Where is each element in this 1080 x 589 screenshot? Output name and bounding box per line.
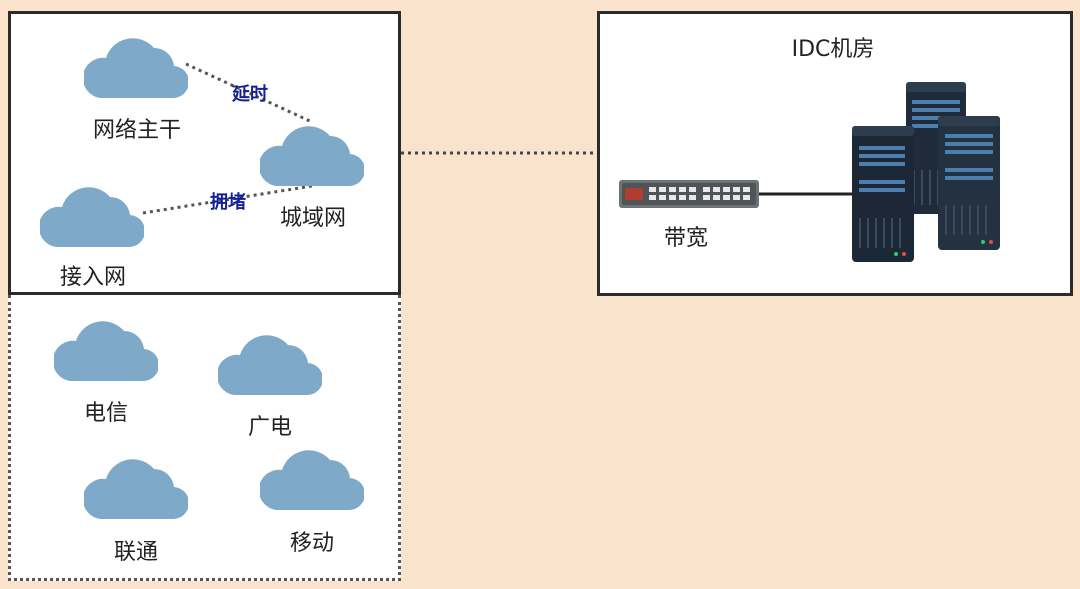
access-label: 接入网 (59, 265, 127, 290)
server-front (852, 126, 914, 262)
metro-cloud-icon (260, 118, 364, 188)
access-cloud-icon (40, 179, 144, 249)
idc-title: IDC机房 (791, 37, 875, 62)
network-switch-icon (619, 180, 759, 208)
metro-label: 城域网 (279, 206, 347, 231)
unicom-cloud-icon (84, 451, 188, 521)
telecom-label: 电信 (83, 401, 129, 426)
telecom-cloud-icon (54, 313, 158, 383)
backbone-cloud-icon (84, 30, 188, 100)
unicom-label: 联通 (113, 540, 159, 565)
congestion-label: 拥堵 (210, 192, 246, 213)
server-rack-icon (852, 82, 1000, 262)
mobile-cloud-icon (260, 442, 364, 512)
mobile-label: 移动 (289, 531, 335, 556)
bandwidth-label: 带宽 (663, 226, 709, 251)
latency-label: 延时 (232, 84, 268, 105)
backbone-label: 网络主干 (92, 118, 182, 143)
broadcast-label: 广电 (247, 415, 293, 440)
server-right (938, 116, 1000, 250)
broadcast-cloud-icon (218, 327, 322, 397)
